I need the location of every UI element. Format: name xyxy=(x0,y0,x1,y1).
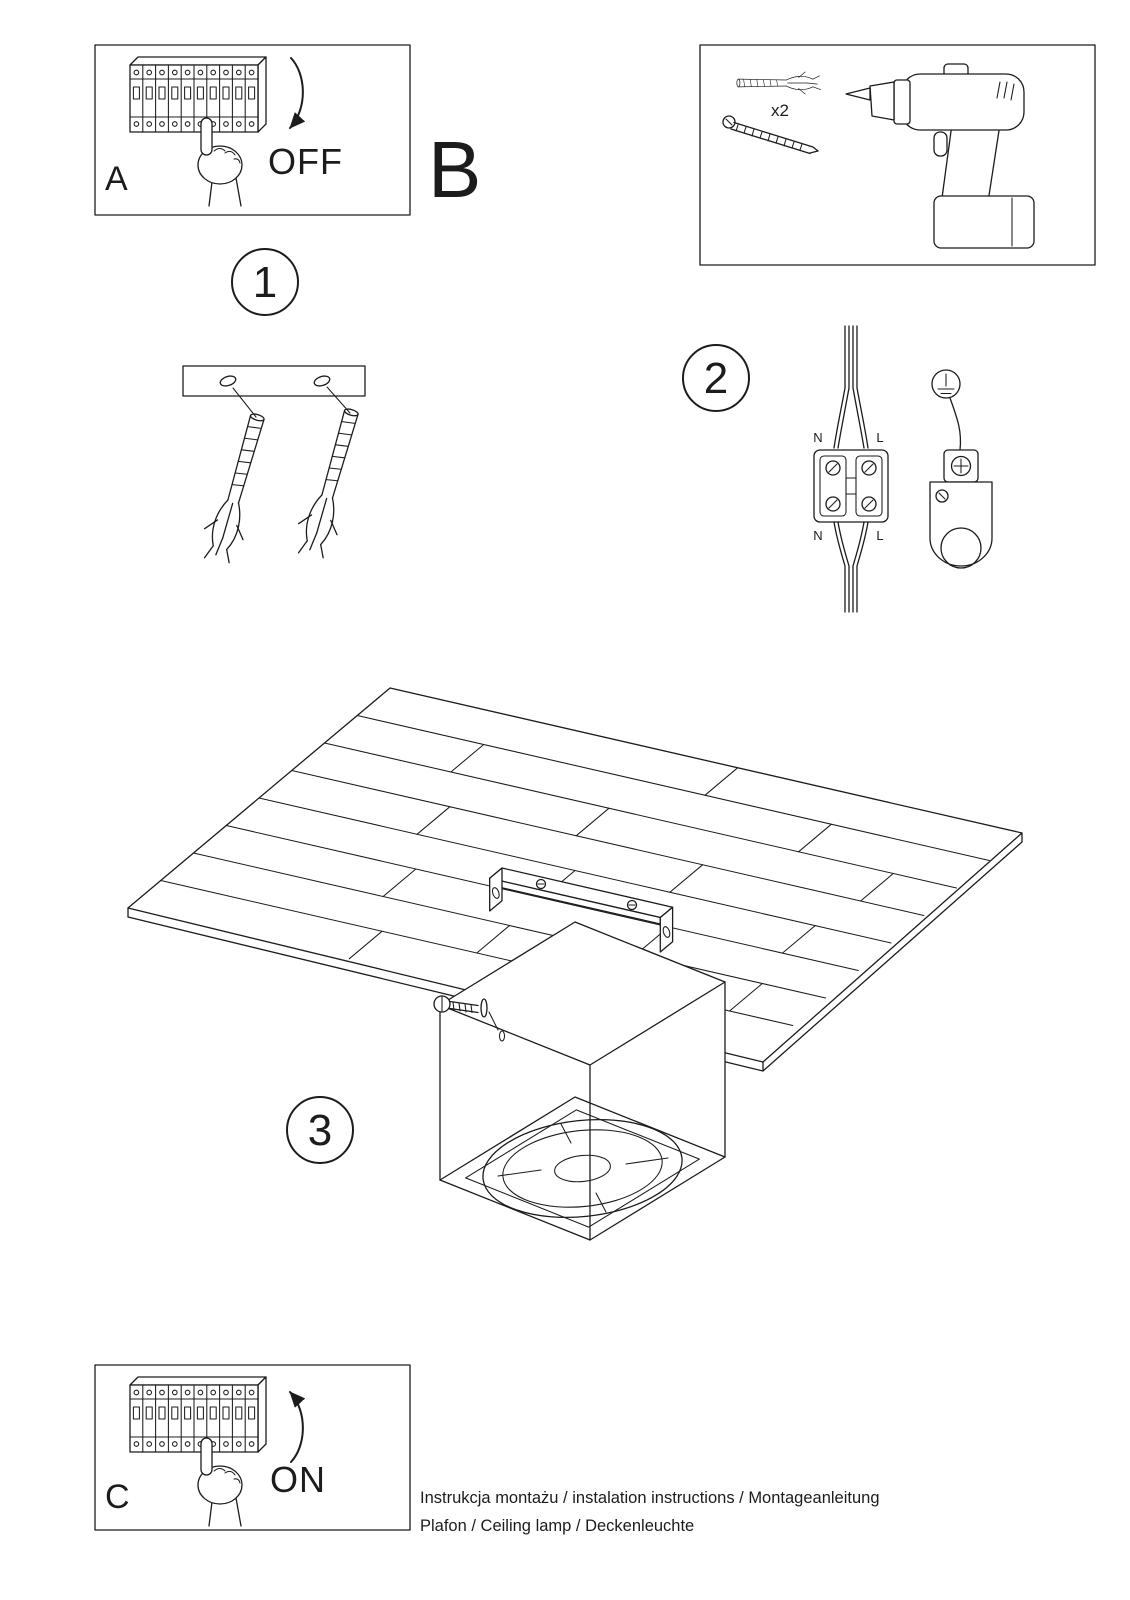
section-b-label: B xyxy=(428,125,482,214)
wall-plug-icon xyxy=(736,71,821,95)
terminal-label-n-bottom: N xyxy=(813,528,823,543)
mounting-bracket-icon xyxy=(489,867,674,953)
mounting-plate-icon xyxy=(182,365,366,397)
anchor-quantity-label: x2 xyxy=(771,101,789,120)
arrow-down-icon xyxy=(289,57,306,129)
step-3-number: 3 xyxy=(307,1106,333,1155)
breaker-panel-icon xyxy=(130,57,266,132)
step-c-label: C xyxy=(105,1478,130,1516)
terminal-label-n-top: N xyxy=(813,430,823,445)
ceiling-icon xyxy=(127,687,1023,1072)
fixing-screw-icon xyxy=(433,995,499,1031)
step-1-figure xyxy=(182,248,372,568)
ceiling-lamp-icon xyxy=(439,921,726,1241)
step-2-figure xyxy=(682,325,993,613)
step-2-badge xyxy=(682,344,750,412)
parts-box xyxy=(699,44,1096,266)
lamp-cable-icon xyxy=(833,521,869,613)
terminal-block-icon xyxy=(813,449,889,523)
step-3-badge xyxy=(286,1096,354,1164)
switch-on-label: ON xyxy=(270,1459,326,1500)
earth-symbol-icon xyxy=(931,369,961,399)
footer-product-line: Plafon / Ceiling lamp / Deckenleuchte xyxy=(420,1517,695,1535)
drill-icon xyxy=(845,63,1035,249)
breaker-panel-icon xyxy=(130,1377,266,1452)
screw-icon xyxy=(722,115,819,155)
step-1-number: 1 xyxy=(252,258,278,307)
wall-anchor-icon xyxy=(290,403,372,563)
terminal-label-l-bottom: L xyxy=(876,528,884,543)
step-a-label: A xyxy=(105,160,128,198)
step-1-badge xyxy=(231,248,299,316)
switch-off-label: OFF xyxy=(268,141,343,182)
step-3-figure xyxy=(127,687,1023,1241)
step-a-box xyxy=(94,44,411,216)
earth-connector-icon xyxy=(929,449,993,569)
supply-cable-icon xyxy=(833,325,869,449)
footer-title-line: Instrukcja montażu / instalation instruc… xyxy=(420,1489,880,1507)
wall-anchor-icon xyxy=(196,408,278,568)
step-c-box xyxy=(94,1364,411,1531)
arrow-up-icon xyxy=(289,1391,306,1463)
terminal-label-l-top: L xyxy=(876,430,884,445)
step-2-number: 2 xyxy=(703,354,729,403)
